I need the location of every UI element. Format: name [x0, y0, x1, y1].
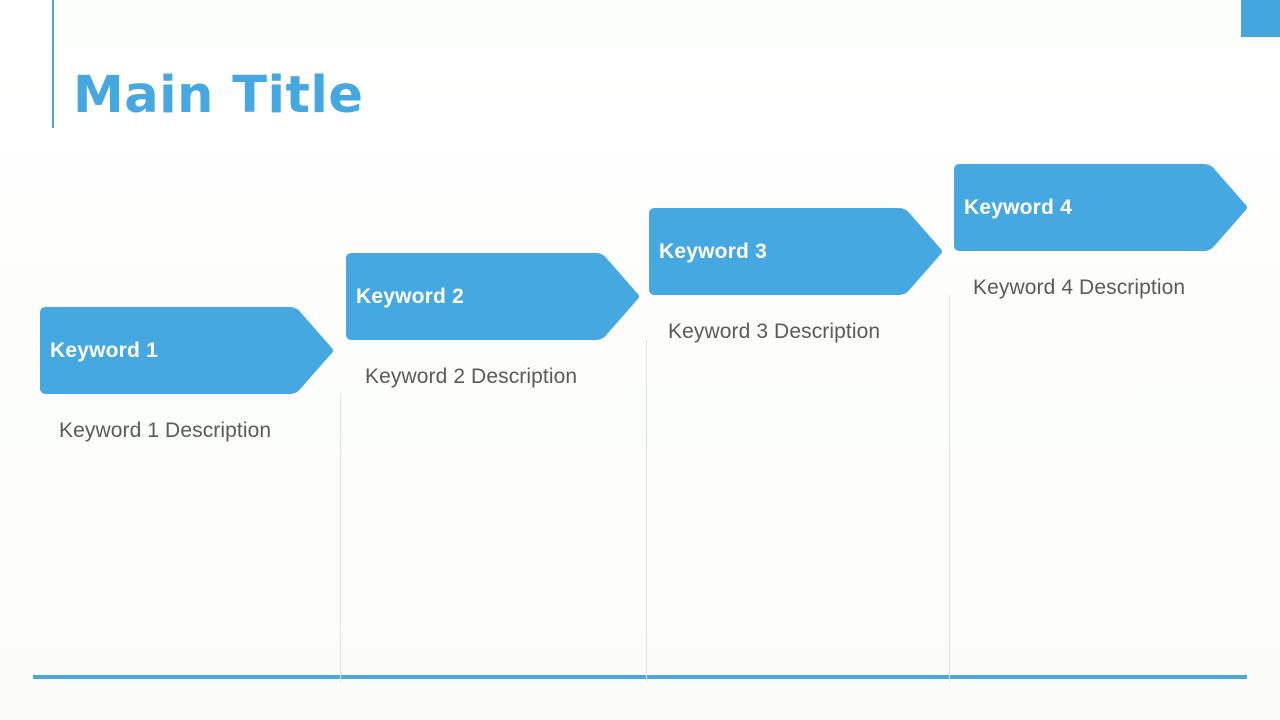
- top-tint-band: [52, 0, 1280, 48]
- step-arrow-2[interactable]: Keyword 2: [338, 253, 641, 340]
- title-accent-rule: [52, 0, 54, 128]
- bottom-accent-rule: [33, 675, 1247, 679]
- step-arrow-3[interactable]: Keyword 3: [641, 208, 944, 295]
- process-step-4[interactable]: Keyword 4 Keyword 4 Description: [946, 164, 1256, 680]
- step-arrow-1[interactable]: Keyword 1: [32, 307, 335, 394]
- step-description-4: Keyword 4 Description: [973, 276, 1186, 299]
- process-step-1[interactable]: Keyword 1 Keyword 1 Description: [32, 307, 342, 682]
- step-description-2: Keyword 2 Description: [365, 365, 578, 388]
- step-description-3: Keyword 3 Description: [668, 320, 881, 343]
- process-step-3[interactable]: Keyword 3 Keyword 3 Description: [641, 208, 951, 682]
- page-title: Main Title: [73, 66, 364, 125]
- step-arrow-4[interactable]: Keyword 4: [946, 164, 1249, 251]
- step-divider-3: [949, 295, 950, 682]
- corner-accent-square: [1241, 0, 1280, 37]
- process-step-2[interactable]: Keyword 2 Keyword 2 Description: [338, 253, 648, 682]
- step-divider-1: [340, 394, 341, 682]
- step-description-1: Keyword 1 Description: [59, 419, 272, 442]
- step-divider-2: [646, 340, 647, 682]
